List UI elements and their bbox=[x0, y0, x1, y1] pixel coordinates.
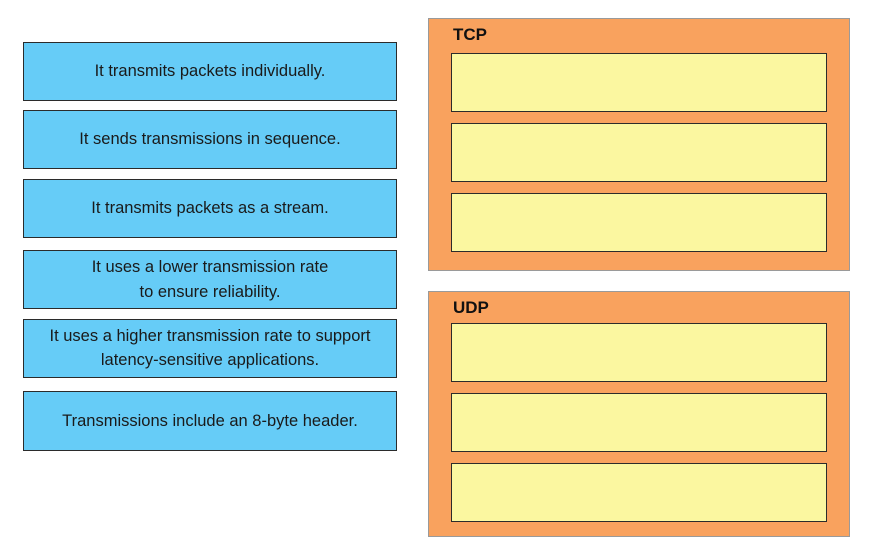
option-label: It transmits packets as a stream. bbox=[91, 199, 329, 218]
option-label: It sends transmissions in sequence. bbox=[79, 130, 341, 149]
option-label: Transmissions include an 8-byte header. bbox=[62, 411, 358, 430]
udp-panel-title: UDP bbox=[453, 298, 489, 317]
udp-drop-slot-3[interactable] bbox=[451, 463, 827, 522]
udp-drop-slot-2[interactable] bbox=[451, 393, 827, 452]
option-8-byte-header[interactable]: Transmissions include an 8-byte header. bbox=[23, 391, 397, 451]
option-transmits-as-stream[interactable]: It transmits packets as a stream. bbox=[23, 179, 397, 238]
udp-target-panel: UDP bbox=[428, 291, 850, 537]
tcp-panel-title: TCP bbox=[453, 25, 487, 44]
tcp-target-panel: TCP bbox=[428, 18, 850, 271]
tcp-drop-slot-1[interactable] bbox=[451, 53, 827, 112]
udp-drop-slot-1[interactable] bbox=[451, 323, 827, 382]
option-lower-transmission-rate[interactable]: It uses a lower transmission rate to ens… bbox=[23, 250, 397, 309]
option-sends-in-sequence[interactable]: It sends transmissions in sequence. bbox=[23, 110, 397, 169]
tcp-drop-slot-3[interactable] bbox=[451, 193, 827, 252]
option-higher-transmission-rate[interactable]: It uses a higher transmission rate to su… bbox=[23, 319, 397, 378]
tcp-drop-slot-2[interactable] bbox=[451, 123, 827, 182]
option-transmits-individually[interactable]: It transmits packets individually. bbox=[23, 42, 397, 101]
option-label: It uses a lower transmission rate to ens… bbox=[91, 257, 329, 301]
option-label: It transmits packets individually. bbox=[94, 62, 326, 81]
option-label: It uses a higher transmission rate to su… bbox=[49, 327, 371, 369]
